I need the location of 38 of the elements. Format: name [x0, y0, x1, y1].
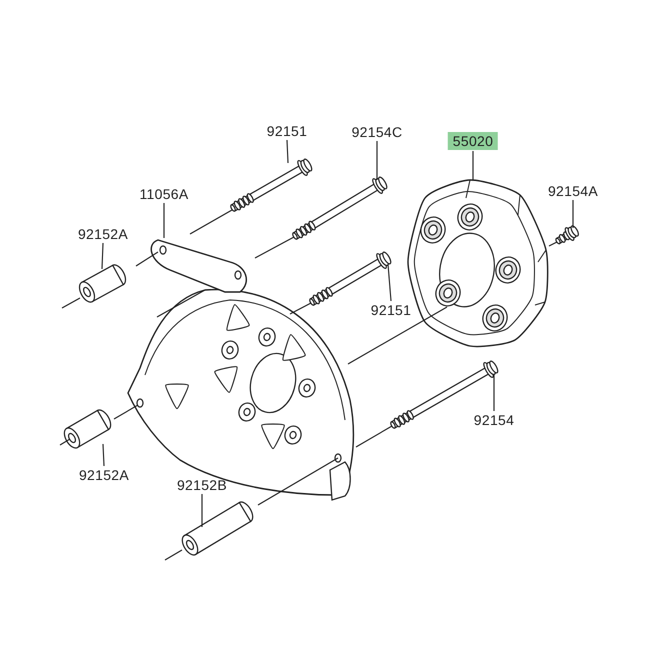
part-number: 92152B [176, 477, 228, 493]
bolt-drawing [230, 158, 312, 212]
part-number: 92154A [548, 183, 598, 199]
center-line [190, 210, 232, 234]
bolt-drawing [292, 176, 388, 240]
bolt-drawing [309, 252, 392, 306]
bolt-drawing [555, 225, 579, 244]
spacer-drawing [64, 409, 112, 449]
leader-line [376, 141, 378, 180]
center-line [356, 426, 392, 448]
center-line [136, 252, 158, 266]
part-number: 92152A [78, 226, 128, 242]
center-line [290, 302, 312, 314]
leader-line [472, 151, 474, 180]
leader-line [101, 242, 104, 270]
leader-line [102, 444, 105, 466]
leader-line [572, 200, 574, 228]
center-line [60, 438, 70, 446]
center-line [254, 236, 294, 258]
center-line [258, 458, 338, 506]
leader-line [201, 494, 203, 527]
center-line [348, 306, 448, 364]
part-number: 92151 [266, 123, 308, 139]
part-number: 11056A [139, 186, 189, 202]
center-line [62, 298, 80, 308]
center-line [164, 550, 182, 560]
part-number: 92151 [370, 302, 412, 318]
bracket-drawing [127, 239, 354, 501]
spacer-drawing [78, 264, 126, 303]
leader-line [163, 203, 165, 238]
part-number: 55020 [448, 132, 498, 150]
spacer-drawing [182, 501, 254, 556]
center-line [114, 404, 138, 420]
part-number: 92152A [78, 467, 130, 483]
part-number: 92154 [474, 412, 514, 428]
part-number: 92154C [352, 124, 402, 140]
center-line [548, 242, 558, 246]
leader-line [286, 140, 289, 164]
